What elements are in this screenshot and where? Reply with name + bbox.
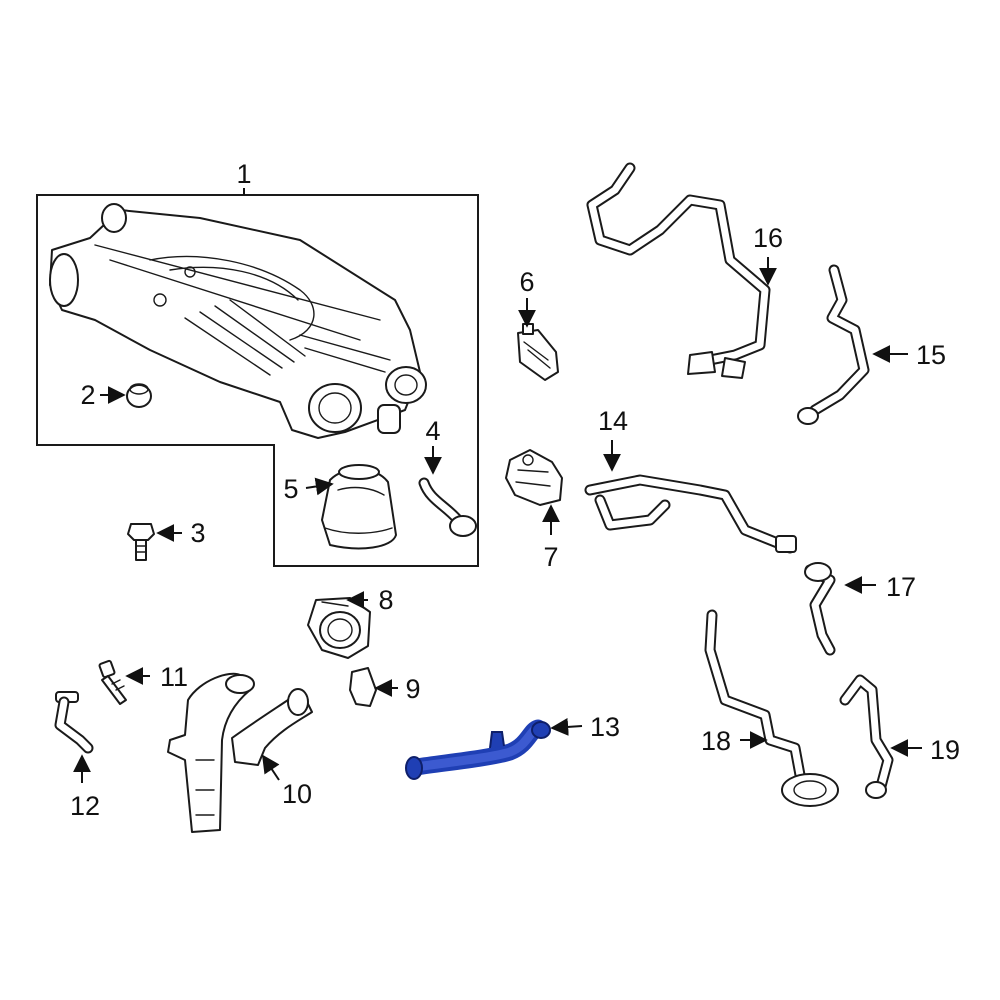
intake-coupling-hose[interactable]: [321, 464, 397, 550]
coolant-hose-assembly[interactable]: [584, 474, 797, 554]
callout-15: 15: [916, 340, 946, 370]
actuator[interactable]: [505, 449, 563, 506]
vent-tube[interactable]: [54, 691, 94, 754]
coolant-hose-16[interactable]: [586, 162, 771, 379]
group-1-outline: [36, 194, 479, 567]
throttle-body[interactable]: [307, 597, 371, 659]
coolant-pipe-highlighted[interactable]: [405, 719, 551, 780]
callout-1: 1: [236, 159, 251, 189]
air-duct-assembly[interactable]: [167, 672, 313, 833]
callout-5: 5: [283, 474, 298, 504]
callout-13: 13: [590, 712, 620, 742]
coolant-hose-15[interactable]: [797, 264, 870, 425]
callout-18: 18: [701, 726, 731, 756]
callout-14: 14: [598, 406, 628, 436]
callout-9: 9: [405, 674, 420, 704]
coolant-hose-18[interactable]: [704, 609, 839, 807]
callout-16: 16: [753, 223, 783, 253]
mounting-bracket[interactable]: [517, 323, 559, 381]
callout-2: 2: [80, 380, 95, 410]
coolant-hose-19[interactable]: [839, 674, 894, 799]
cap[interactable]: [349, 667, 377, 707]
coolant-hose-17[interactable]: [804, 562, 836, 656]
sensor[interactable]: [98, 659, 127, 705]
callout-4: 4: [425, 416, 440, 446]
grommet[interactable]: [126, 383, 152, 408]
callout-3: 3: [190, 518, 205, 548]
small-intake-hose[interactable]: [418, 477, 477, 537]
intake-manifold-assembly[interactable]: [49, 203, 427, 439]
callout-10: 10: [282, 779, 312, 809]
callout-7: 7: [543, 542, 558, 572]
callout-12: 12: [70, 791, 100, 821]
bolt[interactable]: [127, 523, 155, 561]
callout-8: 8: [378, 585, 393, 615]
callout-6: 6: [519, 267, 534, 297]
callout-17: 17: [886, 572, 916, 602]
callout-11: 11: [160, 662, 188, 692]
callout-19: 19: [930, 735, 960, 765]
leader-arrows: [73, 257, 922, 783]
